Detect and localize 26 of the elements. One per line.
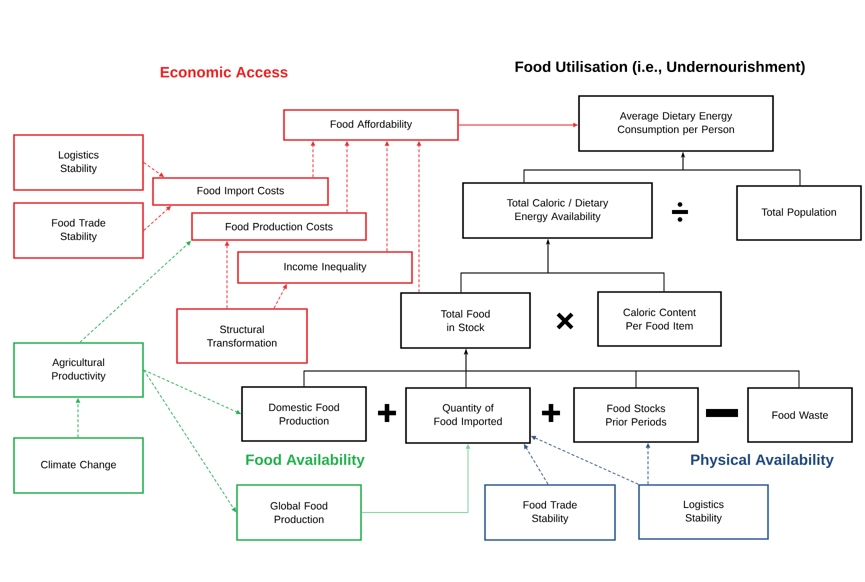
factor-box: Global Food Production	[236, 484, 362, 541]
factor-box: Food Waste	[747, 387, 853, 443]
section-heading: Economic Access	[160, 66, 288, 78]
factor-box: Food Trade Stability	[13, 202, 144, 259]
factor-box: Agricultural Productivity	[13, 342, 144, 398]
section-heading: Food Availability	[246, 454, 365, 468]
section-heading: Physical Availability	[691, 454, 834, 468]
factor-box: Structural Transformation	[176, 308, 308, 364]
factor-box: Food Stocks Prior Periods	[573, 387, 699, 443]
factor-box: Logistics Stability	[13, 134, 144, 191]
factor-box: Caloric Content Per Food Item	[597, 291, 722, 347]
factor-box: Average Dietary Energy Consumption per Person	[578, 95, 774, 152]
factor-box: Food Trade Stability	[484, 484, 616, 541]
factor-box: Food Import Costs	[152, 177, 329, 206]
factor-box: Domestic Food Production	[241, 386, 367, 442]
factor-box: Quantity of Food Imported	[405, 387, 531, 444]
factor-box: Total Food in Stock	[400, 292, 531, 349]
arrow	[143, 370, 236, 512]
factor-box: Food Affordability	[283, 109, 459, 141]
factor-box: Total Caloric / Dietary Energy Availability	[462, 182, 653, 239]
factor-box: Logistics Stability	[638, 484, 769, 540]
factor-box: Income Inequality	[237, 251, 413, 284]
section-heading: Food Utilisation (i.e., Undernourishment)	[516, 61, 805, 75]
factor-box: Food Production Costs	[191, 212, 367, 241]
factor-box: Climate Change	[13, 437, 144, 494]
factor-box: Total Population	[736, 185, 862, 241]
